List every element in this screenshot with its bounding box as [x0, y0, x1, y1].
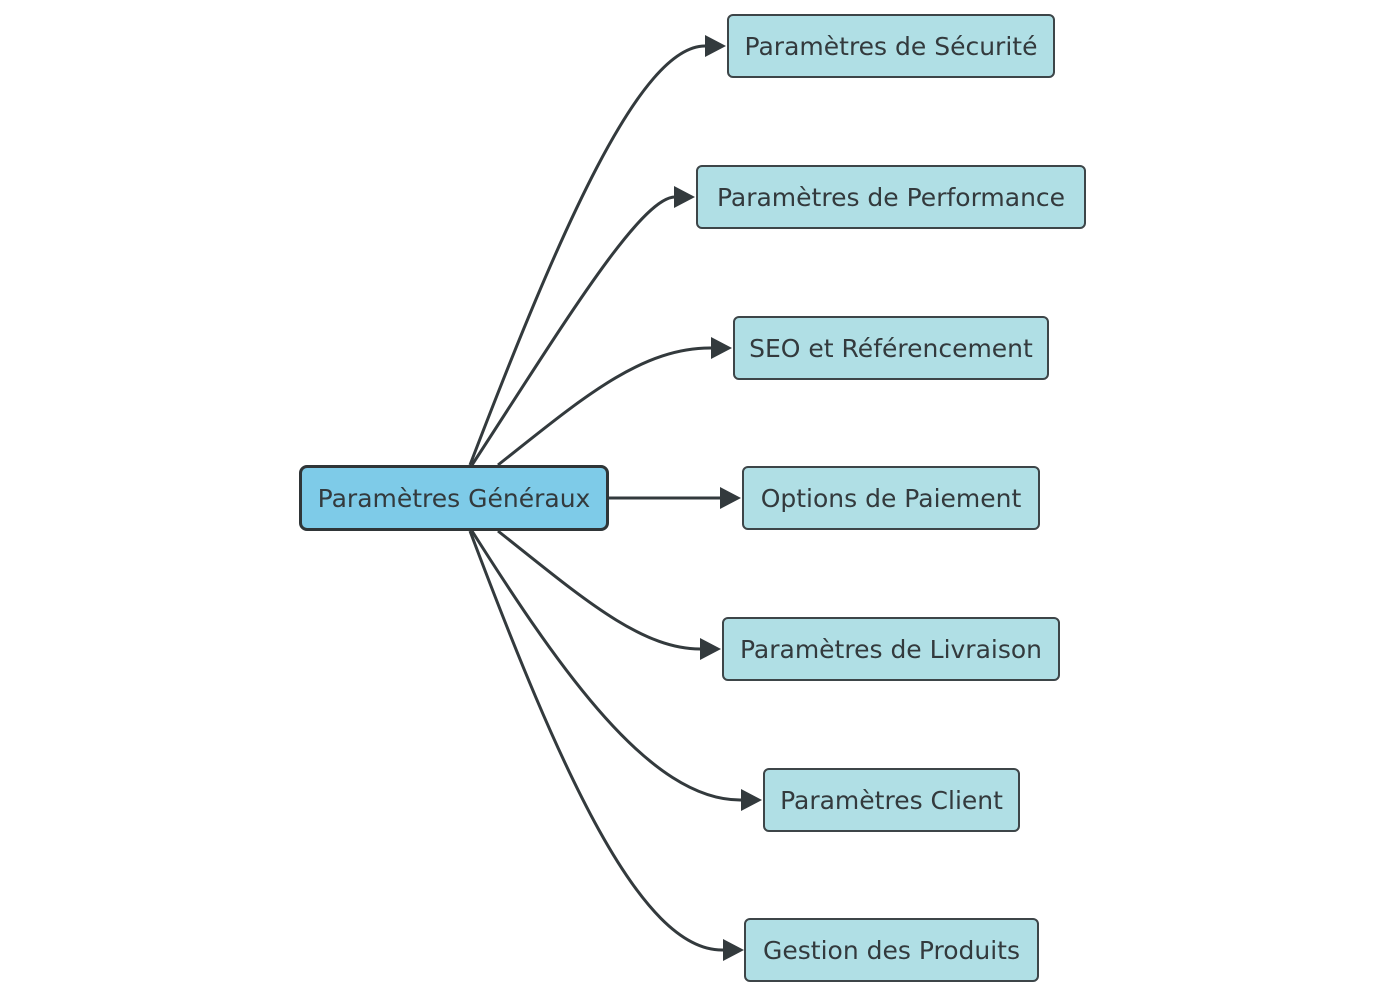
- arrowhead-paiement: [720, 487, 741, 509]
- arrowhead-seo: [711, 337, 732, 359]
- node-label: Paramètres de Sécurité: [744, 31, 1038, 61]
- arrowhead-client: [741, 789, 762, 811]
- arrowhead-performance: [674, 186, 695, 208]
- node-seo-referencement[interactable]: SEO et Référencement: [733, 316, 1049, 380]
- node-label: Paramètres de Performance: [716, 182, 1066, 212]
- root-node-parametres-generaux[interactable]: Paramètres Généraux: [299, 465, 609, 531]
- arrowhead-securite: [705, 35, 726, 57]
- node-parametres-performance[interactable]: Paramètres de Performance: [696, 165, 1086, 229]
- node-options-paiement[interactable]: Options de Paiement: [742, 466, 1040, 530]
- arrowhead-livraison: [700, 638, 721, 660]
- edge-to-seo: [497, 346, 721, 467]
- node-parametres-client[interactable]: Paramètres Client: [763, 768, 1020, 832]
- edge-to-securite: [468, 44, 716, 466]
- node-label: Paramètres de Livraison: [739, 634, 1043, 664]
- node-gestion-produits[interactable]: Gestion des Produits: [744, 918, 1039, 982]
- edge-to-produits: [468, 530, 733, 952]
- root-node-label: Paramètres Généraux: [317, 483, 591, 513]
- edge-to-client: [470, 530, 751, 802]
- node-label: Gestion des Produits: [763, 935, 1020, 965]
- arrowhead-produits: [723, 939, 744, 961]
- node-label: Options de Paiement: [760, 483, 1022, 513]
- edge-to-livraison: [497, 529, 711, 651]
- node-parametres-securite[interactable]: Paramètres de Sécurité: [727, 14, 1055, 78]
- node-label: Paramètres Client: [780, 785, 1003, 815]
- node-label: SEO et Référencement: [749, 333, 1033, 363]
- edge-to-performance: [470, 195, 686, 466]
- node-parametres-livraison[interactable]: Paramètres de Livraison: [722, 617, 1060, 681]
